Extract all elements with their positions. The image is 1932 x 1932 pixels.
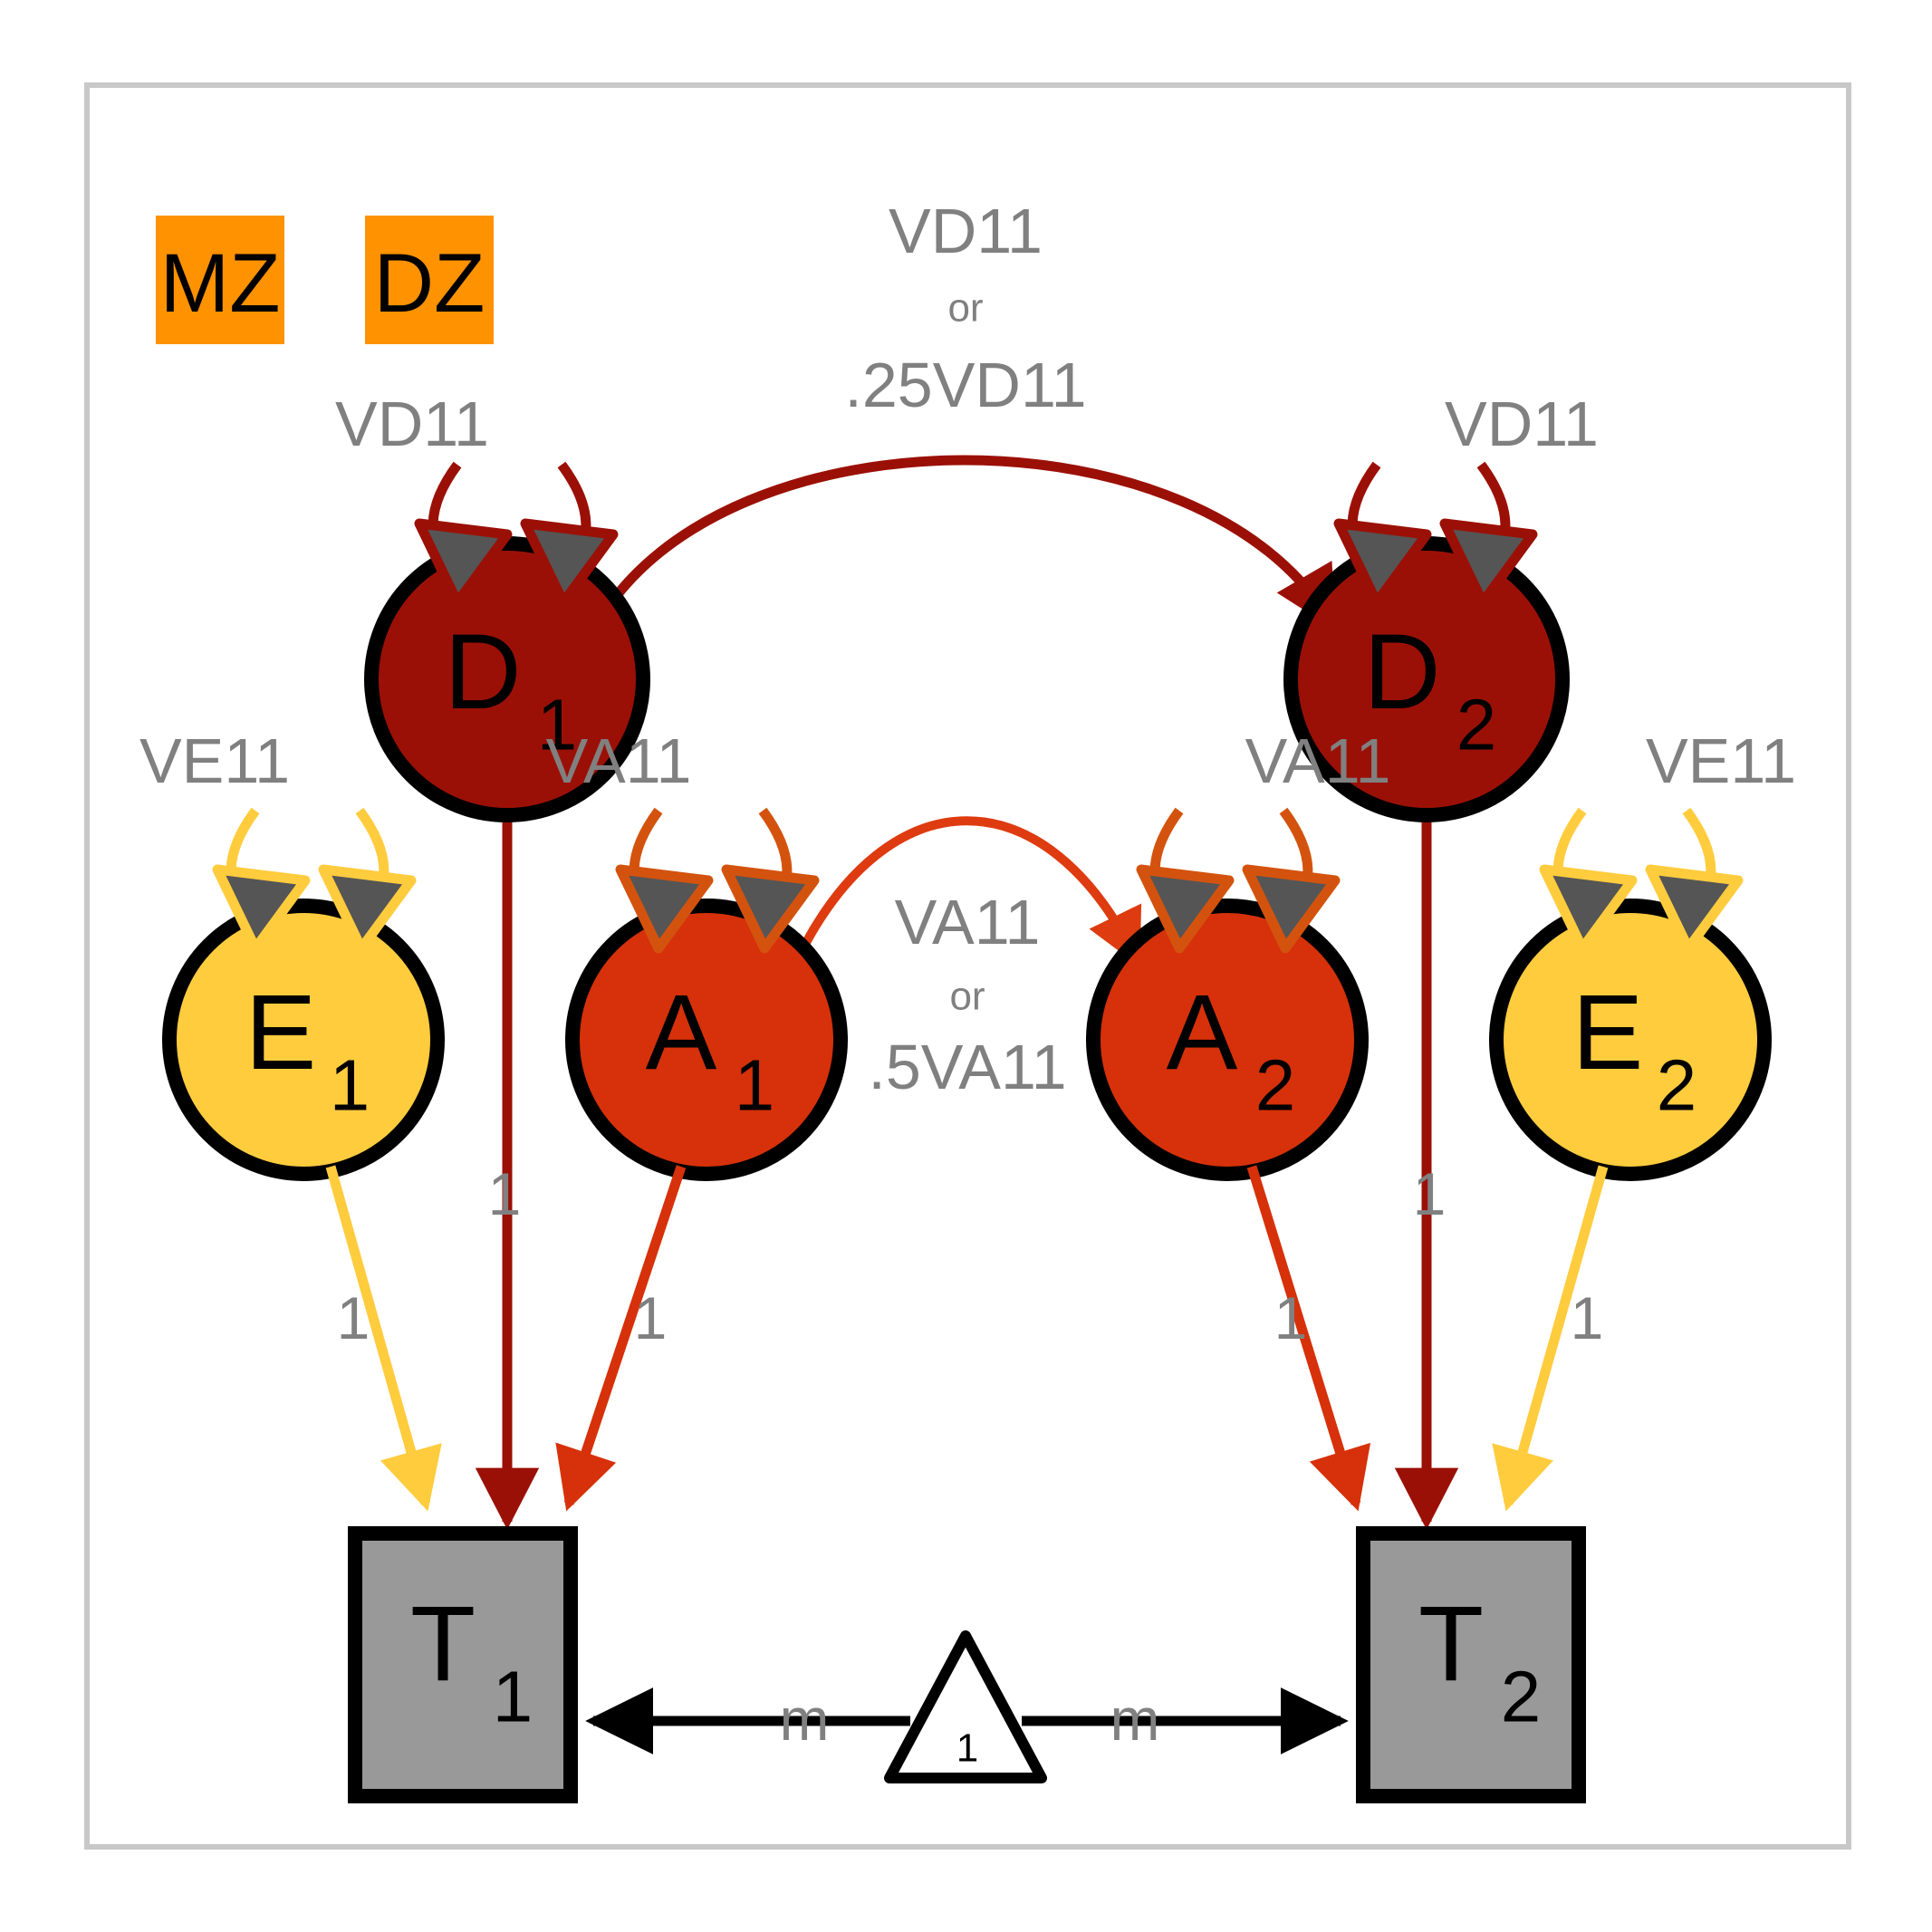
legend-label-mz: MZ xyxy=(160,237,281,330)
self-loop-D2-right-arrowhead xyxy=(1439,518,1538,608)
node-T2-box xyxy=(1356,1526,1586,1803)
self-loop-E1: VE11 xyxy=(139,726,417,954)
cov-d-label-line2: .25VD11 xyxy=(844,350,1086,420)
node-E1[interactable]: E 1 xyxy=(162,899,445,1181)
self-loop-E2-right-arrowhead xyxy=(1645,864,1744,954)
means-structure: 1 m m xyxy=(585,1630,1349,1783)
variance-label-va11-twin1: VA11 xyxy=(546,726,692,796)
variance-label-va11-twin2: VA11 xyxy=(1245,726,1391,796)
self-loop-A2: VA11 xyxy=(1136,726,1391,954)
coef-e2-t2: 1 xyxy=(1571,1284,1604,1351)
node-T2-letter: T xyxy=(1418,1584,1484,1704)
coef-d2-t2: 1 xyxy=(1413,1160,1447,1227)
node-D1-circle xyxy=(364,536,650,822)
variance-label-ve11-twin1: VE11 xyxy=(139,726,290,796)
loading-coefficients: 1 1 1 1 1 1 xyxy=(337,1160,1604,1351)
cross-twin-additive-label: VA11 or .5VA11 xyxy=(868,887,1066,1102)
latent-nodes: D 1 D 2 E 1 A 1 A 2 E 2 xyxy=(162,536,1772,1181)
node-E2-letter: E xyxy=(1572,973,1644,1092)
node-T1-subscript: 1 xyxy=(493,1657,533,1737)
node-D2-letter: D xyxy=(1363,612,1440,732)
self-loop-E2-left-arrowhead xyxy=(1539,864,1638,954)
node-A1-circle xyxy=(565,899,848,1181)
node-T2-subscript: 2 xyxy=(1501,1657,1542,1737)
legend-swatch-dz xyxy=(365,216,494,344)
self-loop-D2: VD11 xyxy=(1333,389,1599,608)
legend-label-dz: DZ xyxy=(374,237,485,330)
node-A2-letter: A xyxy=(1167,973,1238,1092)
node-D1[interactable]: D 1 xyxy=(364,536,650,822)
loading-paths xyxy=(475,818,1459,1530)
node-D2[interactable]: D 2 xyxy=(1283,536,1570,822)
node-D2-subscript: 2 xyxy=(1456,685,1497,765)
variance-label-vd11-twin1: VD11 xyxy=(335,389,489,459)
node-T1-box xyxy=(348,1526,578,1803)
node-E1-circle xyxy=(162,899,445,1181)
cov-a-label-or: or xyxy=(949,975,985,1019)
cov-a-label-line2: .5VA11 xyxy=(868,1032,1066,1102)
path-a2-to-t2 xyxy=(1246,1165,1371,1512)
node-E2[interactable]: E 2 xyxy=(1489,899,1772,1181)
a1-a2-covariance-curve xyxy=(749,816,1142,1017)
path-e2-to-t2 xyxy=(1492,1165,1609,1512)
node-T1-letter: T xyxy=(410,1584,476,1704)
variance-label-ve11-twin2: VE11 xyxy=(1646,726,1796,796)
self-loop-A1-left-arrowhead xyxy=(615,864,714,954)
variance-self-loops: VD11 VD11 VE11 VE11 xyxy=(139,389,1796,954)
cov-d-label-line1: VD11 xyxy=(889,196,1043,266)
legend-item-dz[interactable]: DZ xyxy=(365,216,494,344)
coef-e1-t1: 1 xyxy=(337,1284,370,1351)
node-T1[interactable]: T 1 xyxy=(348,1526,578,1803)
self-loop-E2: VE11 xyxy=(1539,726,1796,954)
constant-triangle[interactable]: 1 xyxy=(884,1630,1047,1783)
constant-triangle-label: 1 xyxy=(956,1726,978,1771)
node-D2-circle xyxy=(1283,536,1570,822)
legend-swatch-mz xyxy=(156,216,284,344)
legend-item-mz[interactable]: MZ xyxy=(156,216,284,344)
node-D1-letter: D xyxy=(444,612,521,732)
d1-d2-covariance-curve xyxy=(543,455,1336,687)
coef-d1-t1: 1 xyxy=(488,1160,522,1227)
self-loop-A1: VA11 xyxy=(546,726,820,954)
variance-label-vd11-twin2: VD11 xyxy=(1445,389,1599,459)
path-a1-to-t1 xyxy=(555,1165,687,1512)
mean-coef-t2: m xyxy=(1110,1686,1160,1753)
node-A2-circle xyxy=(1086,899,1369,1181)
self-loop-D1: VD11 xyxy=(335,389,619,608)
node-E1-subscript: 1 xyxy=(330,1045,370,1126)
coef-a2-t2: 1 xyxy=(1274,1284,1308,1351)
self-loop-A2-right-arrowhead xyxy=(1242,864,1341,954)
node-D1-subscript: 1 xyxy=(537,685,578,765)
cross-twin-dominance-label: VD11 or .25VD11 xyxy=(844,196,1086,420)
node-A2-subscript: 2 xyxy=(1255,1045,1296,1126)
cross-twin-additive-path xyxy=(749,816,1142,1017)
self-loop-A2-left-arrowhead xyxy=(1136,864,1235,954)
self-loop-D1-right-arrowhead xyxy=(520,518,619,608)
node-A1[interactable]: A 1 xyxy=(565,899,848,1181)
node-A2[interactable]: A 2 xyxy=(1086,899,1369,1181)
node-A1-letter: A xyxy=(646,973,717,1092)
coef-a1-t1: 1 xyxy=(634,1284,668,1351)
node-E1-letter: E xyxy=(245,973,317,1092)
mean-coef-t1: m xyxy=(780,1686,830,1753)
cross-twin-dominance-path xyxy=(543,455,1336,687)
node-E2-circle xyxy=(1489,899,1772,1181)
cov-d-label-or: or xyxy=(947,286,983,331)
self-loop-E1-left-arrowhead xyxy=(212,864,311,954)
self-loop-A1-right-arrowhead xyxy=(721,864,820,954)
cov-a-label-line1: VA11 xyxy=(895,887,1041,957)
node-A1-subscript: 1 xyxy=(735,1045,775,1126)
self-loop-E1-right-arrowhead xyxy=(318,864,417,954)
diagonal-loading-paths xyxy=(325,1165,1609,1512)
path-e1-to-t1 xyxy=(325,1165,442,1512)
self-loop-D2-left-arrowhead xyxy=(1333,518,1432,608)
legend: MZ DZ xyxy=(156,216,494,344)
constant-triangle-shape xyxy=(884,1630,1047,1783)
self-loop-D1-left-arrowhead xyxy=(414,518,513,608)
observed-nodes: T 1 T 2 xyxy=(348,1526,1586,1803)
node-T2[interactable]: T 2 xyxy=(1356,1526,1586,1803)
node-E2-subscript: 2 xyxy=(1657,1045,1697,1126)
